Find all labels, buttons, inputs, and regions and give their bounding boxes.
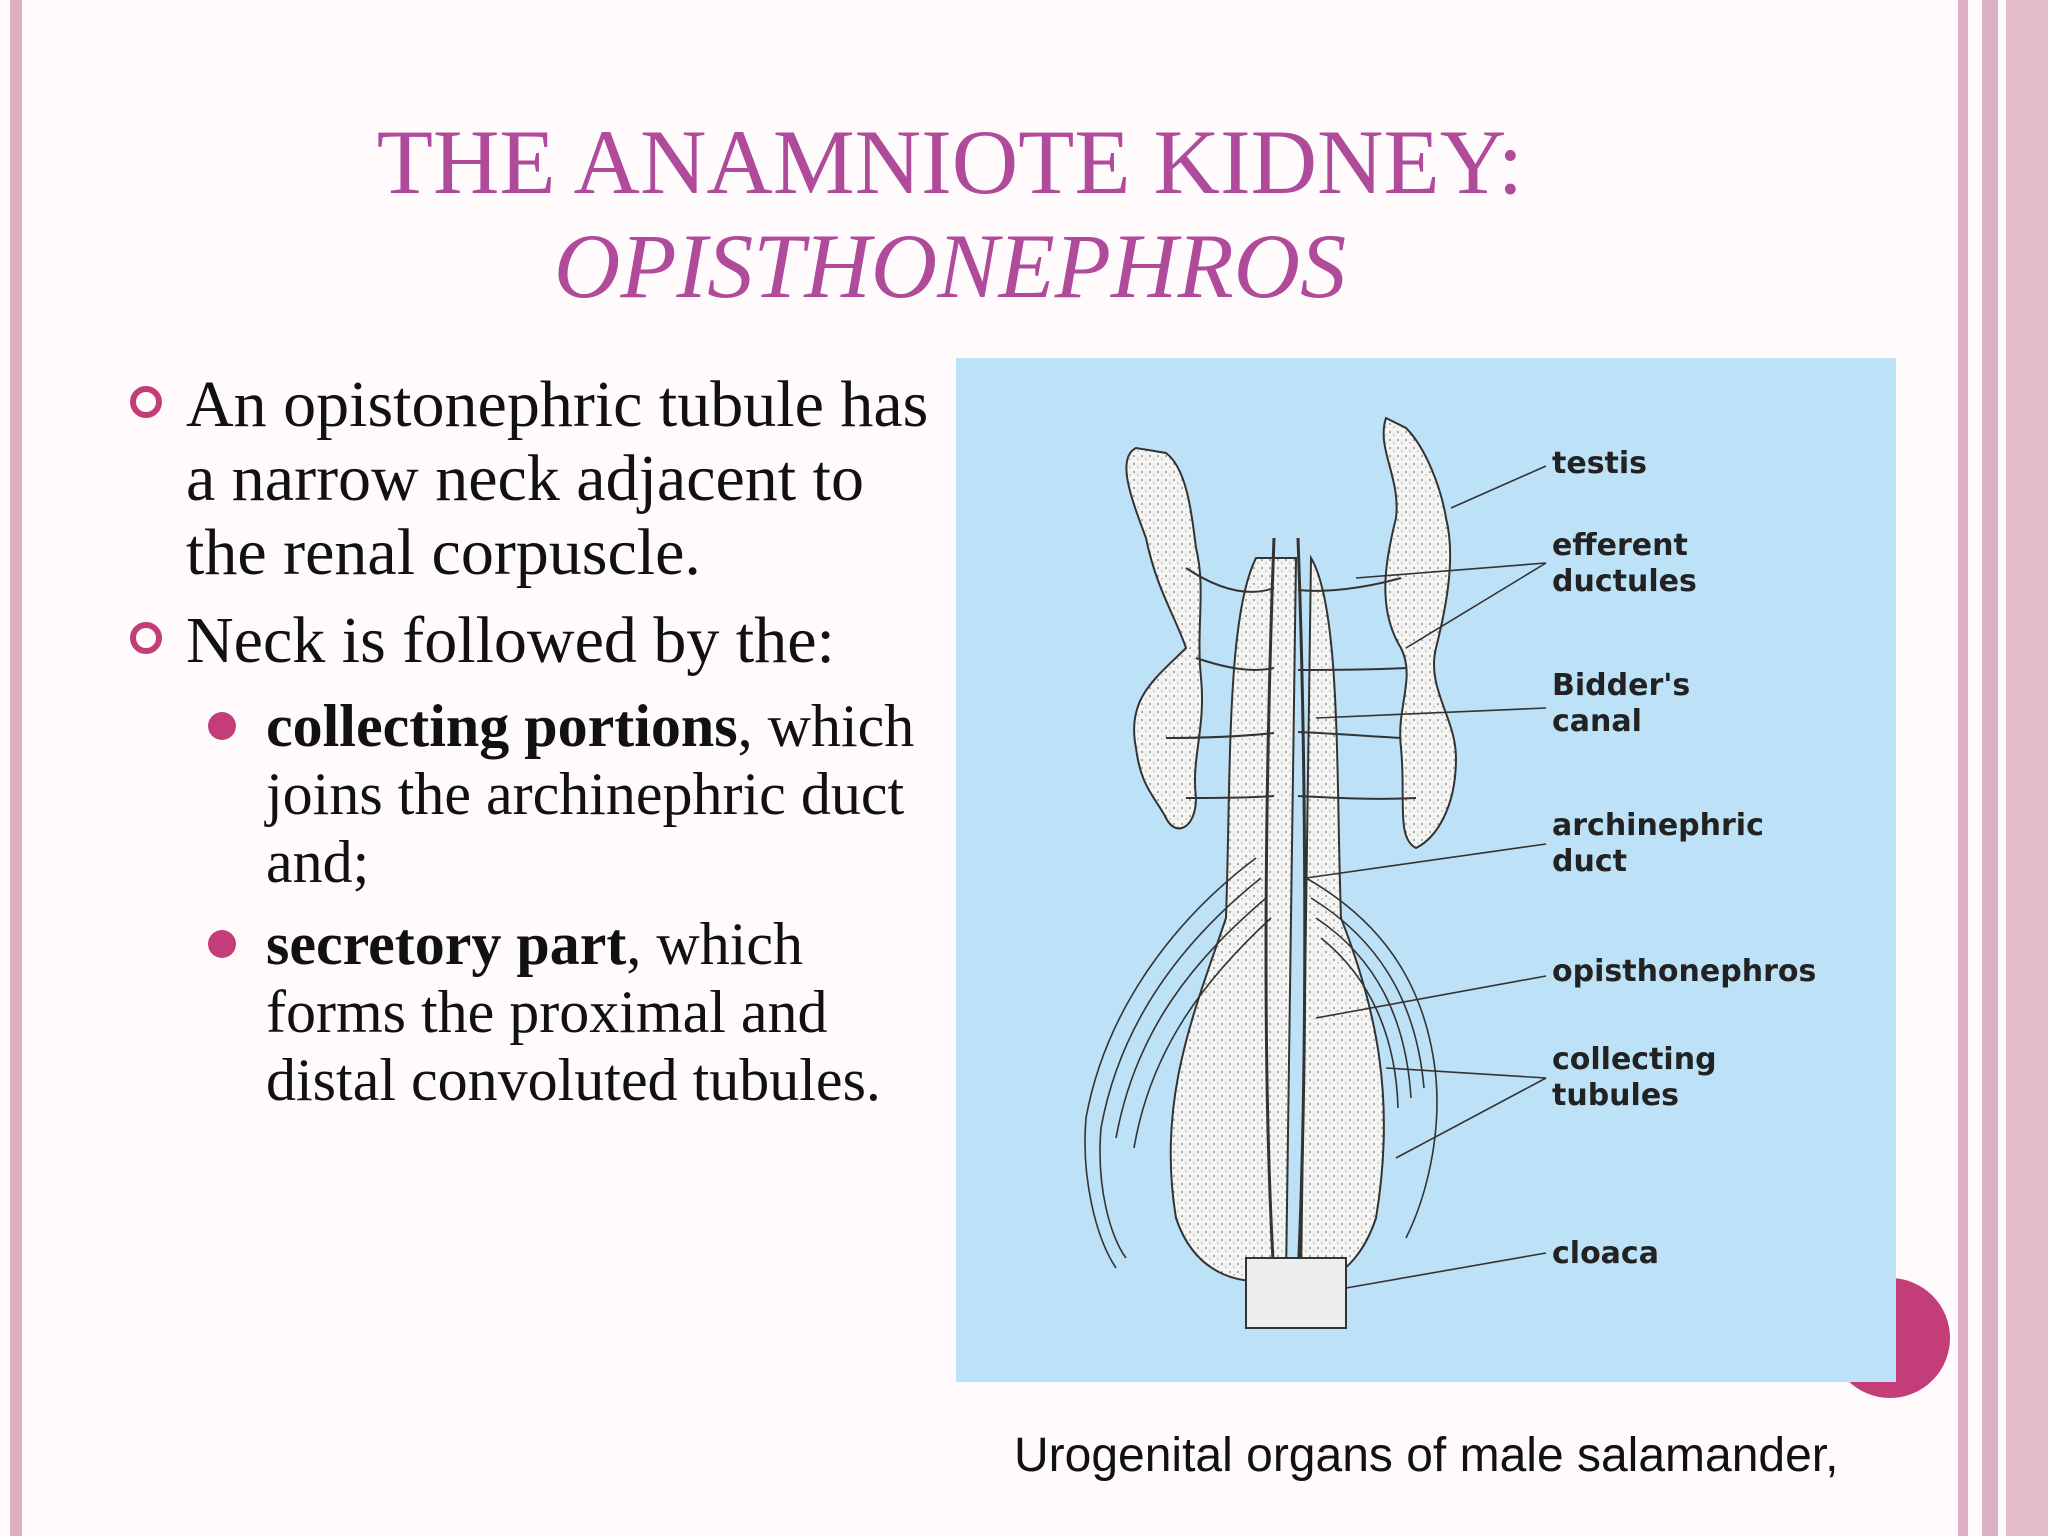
dot-bullet-icon	[208, 930, 236, 958]
label-cloaca: cloaca	[1552, 1236, 1659, 1271]
label-bidders-canal: Bidder's	[1552, 668, 1691, 703]
bullet-text: An opistonephric tubule has a narrow nec…	[186, 368, 929, 589]
label-efferent-ductules: ductules	[1552, 564, 1697, 599]
label-archinephric-duct: archinephric	[1552, 808, 1764, 843]
label-collecting-tubules: tubules	[1552, 1078, 1680, 1113]
bullet-item: Neck is followed by the:	[130, 604, 930, 678]
title-line-2: OPISTHONEPHROS	[553, 215, 1347, 317]
title-line-1: THE ANAMNIOTE KIDNEY:	[376, 111, 1524, 213]
bullet-text: Neck is followed by the:	[186, 604, 835, 677]
subbullet-text: , which forms the proximal and distal co…	[266, 911, 881, 1113]
label-collecting-tubules: collecting	[1552, 1042, 1717, 1077]
subbullet-item: collecting portions, which joins the arc…	[130, 692, 930, 896]
bullet-item: An opistonephric tubule has a narrow nec…	[130, 368, 930, 590]
right-border-stripe	[1958, 0, 1968, 1536]
figure-caption: Urogenital organs of male salamander,	[1014, 1429, 1839, 1482]
subbullet-text: , which joins the archinephric duct and;	[266, 693, 915, 895]
subbullet-bold-term: collecting portions	[266, 693, 738, 759]
left-border-stripe	[10, 0, 22, 1536]
right-border-stripe	[2006, 0, 2048, 1536]
label-archinephric-duct: duct	[1552, 844, 1627, 879]
label-testis: testis	[1552, 446, 1648, 481]
right-border-stripe	[1982, 0, 1998, 1536]
salamander-urogenital-figure: testis efferent ductules Bidder's canal …	[956, 358, 1896, 1382]
subbullet-item: secretory part, which forms the proximal…	[130, 910, 930, 1114]
subbullet-bold-term: secretory part	[266, 911, 627, 977]
ring-bullet-icon	[130, 386, 162, 418]
label-efferent-ductules: efferent	[1552, 528, 1688, 563]
slide-title: THE ANAMNIOTE KIDNEY: OPISTHONEPHROS	[200, 110, 1700, 318]
label-bidders-canal: canal	[1552, 704, 1642, 739]
dot-bullet-icon	[208, 712, 236, 740]
ring-bullet-icon	[130, 622, 162, 654]
bullet-list: An opistonephric tubule has a narrow nec…	[130, 368, 930, 1128]
label-opisthonephros: opisthonephros	[1552, 954, 1817, 989]
anatomy-illustration	[1084, 416, 1547, 1329]
